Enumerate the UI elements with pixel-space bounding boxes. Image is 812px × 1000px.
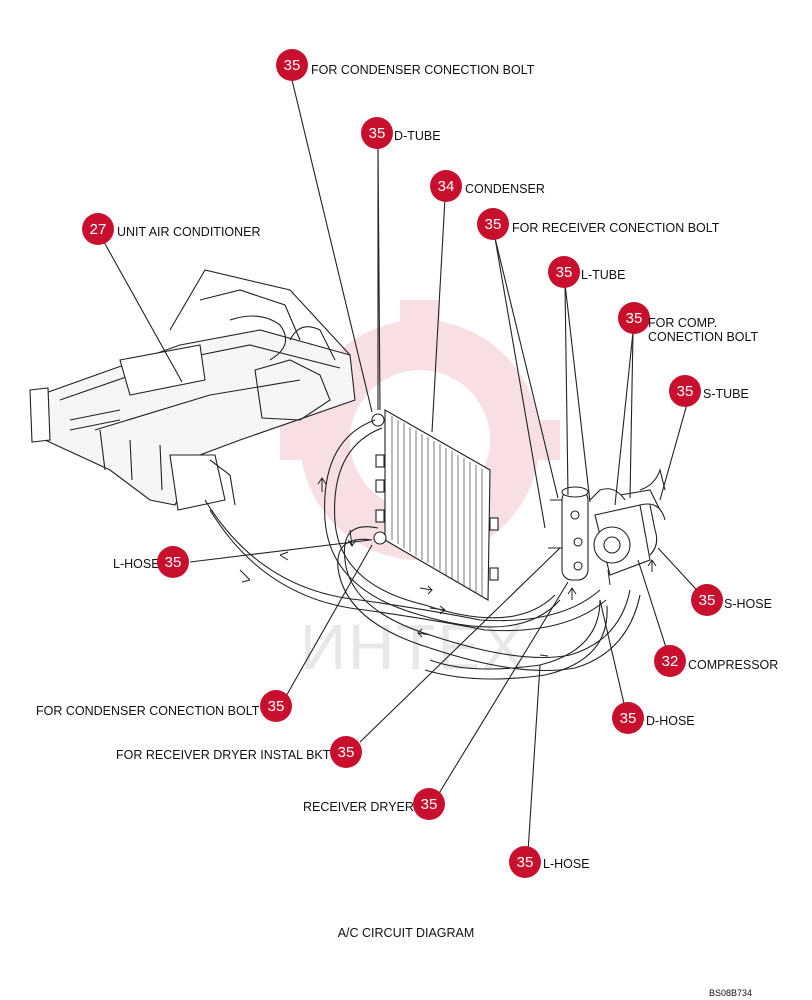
- callout-35-l-hose-left-badge[interactable]: 35: [157, 546, 189, 578]
- callout-35-receiver-bkt-badge[interactable]: 35: [330, 736, 362, 768]
- drawing-code: BS08B734: [708, 988, 752, 998]
- callout-35-condenser-bolt-lower-badge[interactable]: 35: [260, 690, 292, 722]
- callout-35-s-tube-badge[interactable]: 35: [669, 375, 701, 407]
- compressor-drawing: [593, 489, 666, 576]
- callout-35-comp-bolt-badge[interactable]: 35: [618, 302, 650, 334]
- callout-d-tube-label: D-TUBE: [394, 129, 441, 143]
- callout-l-hose-bottom-label: L-HOSE: [543, 857, 590, 871]
- callout-35-condenser-bolt-badge[interactable]: 35: [276, 49, 308, 81]
- callout-s-tube-label: S-TUBE: [703, 387, 749, 401]
- callout-27-unit-air-conditioner-badge[interactable]: 27: [82, 213, 114, 245]
- callout-l-hose-left-label: L-HOSE: [113, 557, 160, 571]
- unit-air-conditioner-drawing: [29, 269, 356, 511]
- callout-32-compressor-badge[interactable]: 32: [654, 645, 686, 677]
- callout-condenser-label: CONDENSER: [465, 182, 545, 196]
- callout-compressor-label: COMPRESSOR: [688, 658, 779, 672]
- callout-s-hose-label: S-HOSE: [724, 597, 772, 611]
- watermark-text: ИНТЕХ: [300, 611, 527, 683]
- callout-35-receiver-bolt-badge[interactable]: 35: [477, 208, 509, 240]
- callout-35-d-tube-badge[interactable]: 35: [361, 117, 393, 149]
- leader-lines: [103, 79, 707, 853]
- callout-35-d-hose-badge[interactable]: 35: [612, 702, 644, 734]
- receiver-dryer-drawing: [548, 486, 589, 581]
- flow-arrows: [239, 477, 657, 657]
- callout-unit-air-conditioner-label: UNIT AIR CONDITIONER: [117, 225, 261, 239]
- callout-d-hose-label: D-HOSE: [646, 714, 695, 728]
- callout-l-tube-label: L-TUBE: [581, 268, 626, 282]
- callout-35-receiver-dryer-badge[interactable]: 35: [413, 788, 445, 820]
- callout-condenser-bolt-lower-label: FOR CONDENSER CONECTION BOLT: [36, 704, 260, 718]
- condenser-drawing: [371, 409, 499, 601]
- callout-receiver-bkt-label: FOR RECEIVER DRYER INSTAL BKT: [116, 748, 331, 762]
- diagram-caption: A/C CIRCUIT DIAGRAM: [337, 926, 475, 940]
- callout-receiver-dryer-label: RECEIVER DRYER: [303, 800, 414, 814]
- callout-35-s-hose-badge[interactable]: 35: [691, 584, 723, 616]
- callout-receiver-bolt-label: FOR RECEIVER CONECTION BOLT: [512, 221, 720, 235]
- callout-comp-bolt-label: FOR COMP. CONECTION BOLT: [648, 316, 759, 344]
- callout-34-condenser-badge[interactable]: 34: [430, 170, 462, 202]
- callout-35-l-hose-bottom-badge[interactable]: 35: [509, 846, 541, 878]
- callout-35-l-tube-badge[interactable]: 35: [548, 256, 580, 288]
- callout-condenser-bolt-label: FOR CONDENSER CONECTION BOLT: [311, 63, 535, 77]
